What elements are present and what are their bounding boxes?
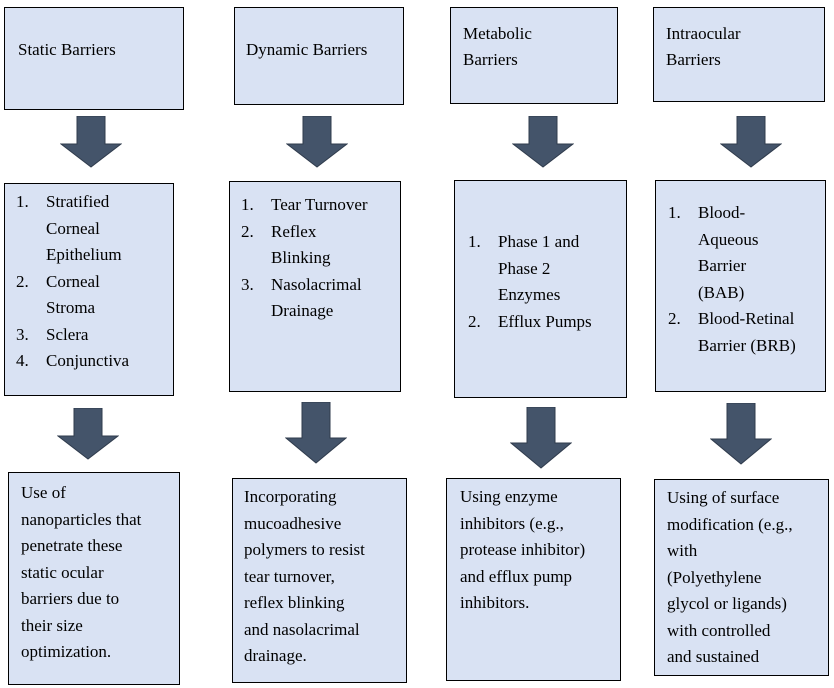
header-line: Static Barriers (18, 40, 116, 59)
static-barriers-strategy: Use of nanoparticles that penetrate thes… (8, 472, 180, 685)
result-line: modification (e.g., (667, 514, 793, 534)
metabolic-barriers-header: Metabolic Barriers (450, 7, 618, 104)
result-line: barriers due to (21, 589, 120, 608)
static-barriers-header: Static Barriers (4, 7, 184, 110)
result-line: Using of surface (667, 488, 780, 507)
down-arrow-icon (60, 116, 122, 168)
result-line: tear turnover, (244, 566, 335, 586)
down-arrow-icon (512, 116, 574, 168)
result-line: penetrate these (21, 536, 123, 555)
result-line: and sustained (667, 647, 760, 666)
result-line: optimization. (21, 642, 112, 661)
result-line: polymers to resist (244, 540, 365, 559)
result-line: reflex blinking (244, 593, 345, 612)
result-line: protease inhibitor) (460, 540, 586, 559)
dynamic-barriers-header: Dynamic Barriers (234, 7, 404, 105)
header-line: Metabolic (463, 24, 532, 43)
result-line: Incorporating (244, 487, 337, 506)
header-line: Barriers (666, 50, 721, 69)
header-text: Dynamic Barriers (246, 37, 403, 63)
result-line: inhibitors (e.g., (460, 513, 564, 533)
header-line: Barriers (463, 50, 518, 69)
intraocular-barriers-header: Intraocular Barriers (653, 7, 825, 102)
down-arrow-icon (286, 116, 348, 168)
result-line: and efflux pump (460, 566, 573, 586)
result-line: Use of (21, 483, 66, 502)
down-arrow-icon (710, 403, 772, 465)
down-arrow-icon (510, 407, 572, 469)
result-line: with (667, 541, 698, 560)
list-item: 1. Tear Turnover (241, 195, 368, 214)
metabolic-barriers-strategy: Using enzyme inhibitors (e.g., protease … (446, 478, 621, 681)
result-line: inhibitors. (460, 593, 530, 612)
header-text: Metabolic Barriers (463, 21, 617, 73)
down-arrow-icon (720, 116, 782, 168)
result-line: static ocular (21, 562, 104, 582)
down-arrow-icon (285, 402, 347, 464)
result-line: drainage. (244, 646, 307, 665)
list-item: 3. Sclera (16, 324, 89, 344)
result-line: Using enzyme (460, 487, 558, 506)
list-item: 4. Conjunctiva (16, 351, 130, 370)
header-text: Static Barriers (18, 37, 183, 63)
header-line: Intraocular (666, 24, 741, 43)
header-text: Intraocular Barriers (666, 21, 824, 73)
result-line: with controlled (667, 620, 771, 640)
result-line: their size (21, 615, 83, 635)
down-arrow-icon (57, 408, 119, 460)
result-line: glycol or ligands) (667, 594, 787, 613)
result-line: (Polyethylene (667, 567, 762, 587)
result-line: mucoadhesive (244, 513, 342, 533)
dynamic-barriers-strategy: Incorporating mucoadhesive polymers to r… (232, 478, 407, 683)
result-line: and nasolacrimal (244, 619, 360, 639)
result-line: nanoparticles that (21, 509, 142, 529)
header-line: Dynamic Barriers (246, 40, 368, 59)
intraocular-barriers-strategy: Using of surface modification (e.g., wit… (654, 479, 829, 676)
list-item: 2. Efflux Pumps (468, 311, 592, 331)
